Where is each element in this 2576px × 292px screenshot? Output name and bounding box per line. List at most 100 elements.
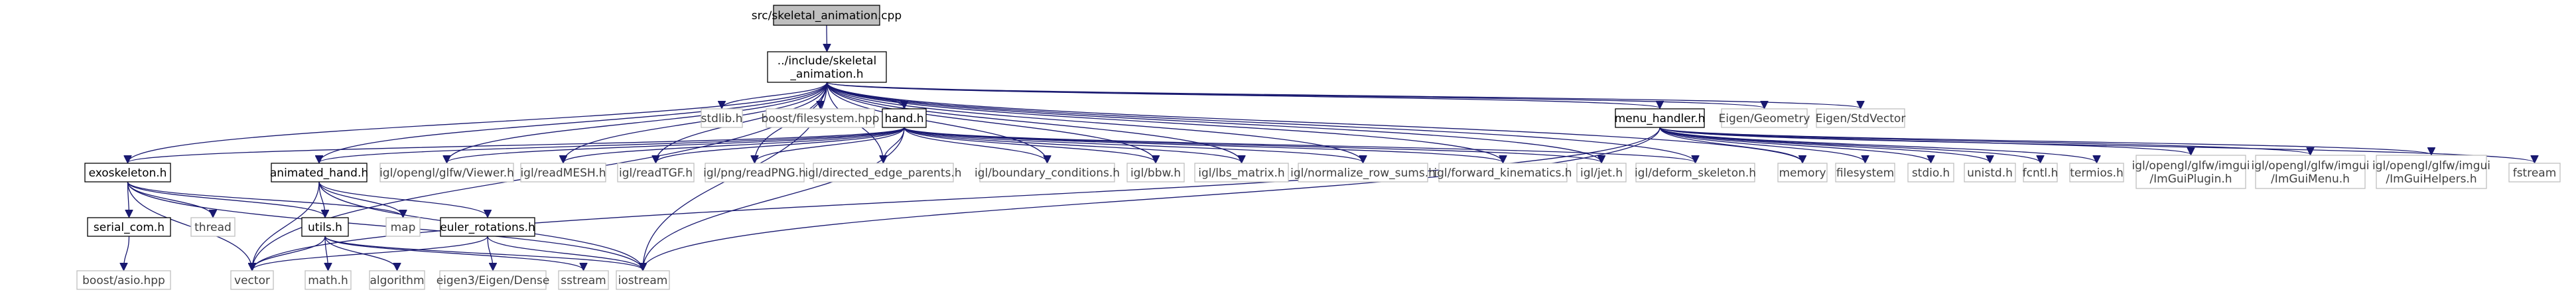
node-box-eigstd	[1816, 108, 1905, 128]
node-label-imgmenu-0: igl/opengl/glfw/imgui	[2251, 159, 2369, 173]
node-box-exo	[84, 163, 171, 183]
edge-menu-to-imgmenu	[1659, 127, 2311, 155]
node-exo[interactable]: exoskeleton.h	[84, 163, 171, 183]
edge-menu-to-stdio	[1659, 127, 1931, 163]
edge-euler-to-iostream	[487, 236, 643, 270]
node-label-hand-0: hand.h	[885, 112, 924, 125]
node-bound: igl/boundary_conditions.h	[975, 163, 1120, 183]
node-label-vector-0: vector	[234, 274, 270, 287]
edge-exo-to-vector	[127, 181, 253, 270]
node-label-root-0: src/skeletal_animation.cpp	[752, 9, 902, 23]
node-box-bbw	[1126, 163, 1185, 183]
node-box-deform	[1635, 163, 1755, 183]
node-box-bound	[979, 163, 1115, 183]
node-readmesh: igl/readMESH.h	[520, 163, 606, 183]
node-eigstd: Eigen/StdVector	[1816, 108, 1906, 128]
node-imgmenu: igl/opengl/glfw/imgui/ImGuiMenu.h	[2251, 155, 2370, 189]
node-box-euler	[440, 217, 535, 237]
node-jet: igl/jet.h	[1576, 163, 1627, 183]
node-label-imghelp-1: /ImGuiHelpers.h	[2386, 173, 2476, 186]
edge-menu-to-termios	[1659, 127, 2097, 163]
node-label-fcntl-0: fcntl.h	[2023, 167, 2059, 180]
node-termios: termios.h	[2069, 163, 2124, 183]
edge-hand-to-normsum	[904, 127, 1363, 163]
node-label-bbw-0: igl/bbw.h	[1130, 167, 1181, 180]
node-label-readpng-0: igl/png/readPNG.h	[703, 167, 806, 180]
edge-euler-to-eigdense	[487, 236, 493, 270]
edge-anim-to-map	[318, 181, 403, 217]
node-label-sk-0: ../include/skeletal	[778, 54, 876, 68]
edge-hand-to-lbs	[904, 127, 1242, 163]
node-label-imgplugin-0: igl/opengl/glfw/imgui	[2132, 159, 2250, 173]
edge-sk-to-bbw	[826, 82, 1156, 163]
node-readpng: igl/png/readPNG.h	[703, 163, 806, 183]
node-euler[interactable]: euler_rotations.h	[440, 217, 535, 237]
node-eigdense: eigen3/Eigen/Dense	[437, 270, 550, 290]
node-dirpar: igl/directed_edge_parents.h	[805, 163, 962, 183]
node-label-boostfs-0: boost/filesystem.hpp	[762, 112, 880, 125]
node-label-normsum-0: igl/normalize_row_sums.h	[1290, 167, 1436, 180]
edge-utils-to-math	[325, 236, 328, 270]
edge-menu-to-imghelp	[1659, 127, 2431, 155]
node-anim[interactable]: animated_hand.h	[270, 163, 368, 183]
edge-hand-to-readtgf	[656, 127, 905, 163]
edge-hand-to-anim	[319, 127, 905, 163]
node-hand[interactable]: hand.h	[882, 108, 927, 128]
node-menu[interactable]: menu_handler.h	[1615, 108, 1706, 128]
node-box-sstream	[558, 270, 609, 290]
node-root: src/skeletal_animation.cpp	[752, 5, 902, 26]
edge-hand-to-bbw	[904, 127, 1156, 163]
edge-hand-to-iostream	[643, 127, 905, 270]
node-box-lbs	[1194, 163, 1289, 183]
node-imgplugin: igl/opengl/glfw/imgui/ImGuiPlugin.h	[2132, 155, 2250, 189]
edge-hand-to-readpng	[755, 127, 905, 163]
node-label-unistd-0: unistd.h	[1967, 167, 2013, 180]
node-sk[interactable]: ../include/skeletal_animation.h	[767, 51, 887, 83]
node-label-eigstd-0: Eigen/StdVector	[1816, 112, 1906, 125]
node-box-iostream	[616, 270, 670, 290]
node-boostasio: boost/asio.hpp	[76, 270, 171, 290]
edge-hand-to-viewer	[447, 127, 905, 163]
node-box-hand	[882, 108, 927, 128]
node-bbw: igl/bbw.h	[1126, 163, 1185, 183]
node-box-stdio	[1907, 163, 1954, 183]
node-label-utils-0: utils.h	[308, 221, 342, 234]
node-stdlib: stdlib.h	[701, 108, 743, 128]
node-box-fstream	[2508, 163, 2561, 183]
edge-menu-to-vector	[252, 127, 1661, 270]
node-readtgf: igl/readTGF.h	[617, 163, 695, 183]
edge-sk-to-fwdkin	[826, 82, 1503, 163]
node-label-anim-0: animated_hand.h	[270, 167, 368, 180]
node-box-utils	[301, 217, 349, 237]
edge-sk-to-viewer	[447, 82, 828, 163]
edge-anim-to-vector	[252, 181, 320, 270]
edge-hand-to-jet	[904, 127, 1601, 163]
node-label-eigdense-0: eigen3/Eigen/Dense	[437, 274, 550, 287]
node-box-viewer	[379, 163, 514, 183]
edge-euler-to-vector	[252, 236, 488, 270]
node-label-thread-0: thread	[194, 221, 232, 234]
edge-sk-to-readmesh	[563, 82, 828, 163]
node-label-imgplugin-1: /ImGuiPlugin.h	[2149, 173, 2232, 186]
node-label-algorithm-0: algorithm	[370, 274, 424, 287]
node-box-sk	[767, 51, 887, 83]
node-label-eigeom-0: Eigen/Geometry	[1719, 112, 1810, 125]
node-memory: memory	[1777, 163, 1828, 183]
node-box-boostfs	[766, 108, 875, 128]
node-normsum: igl/normalize_row_sums.h	[1290, 163, 1436, 183]
edge-utils-to-vector	[252, 236, 326, 270]
node-serial[interactable]: serial_com.h	[87, 217, 171, 237]
node-box-dirpar	[813, 163, 954, 183]
edge-hand-to-deform	[904, 127, 1696, 163]
node-filesystem: filesystem	[1835, 163, 1895, 183]
node-utils[interactable]: utils.h	[301, 217, 349, 237]
node-label-math-0: math.h	[308, 274, 348, 287]
node-box-imgplugin	[2135, 155, 2246, 189]
node-box-vector	[230, 270, 274, 290]
node-box-stdlib	[701, 108, 743, 128]
edge-sk-to-anim	[319, 82, 828, 163]
node-box-imgmenu	[2255, 155, 2366, 189]
node-box-serial	[87, 217, 171, 237]
edge-sk-to-eigstd	[826, 82, 1861, 108]
